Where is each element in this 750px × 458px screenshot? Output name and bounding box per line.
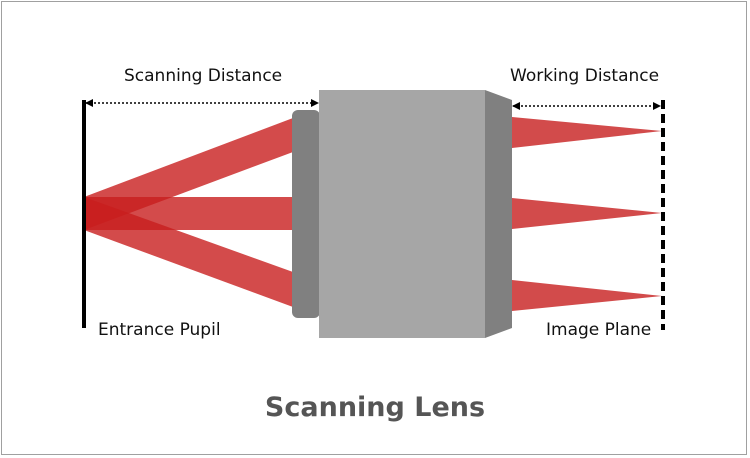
working-distance-label: Working Distance bbox=[510, 66, 660, 86]
beam-out-bottom bbox=[512, 280, 662, 311]
beam-in-bottom bbox=[84, 197, 293, 307]
image-plane-label: Image Plane bbox=[546, 320, 652, 340]
diagram-title: Scanning Lens bbox=[264, 392, 486, 423]
lens-side-face bbox=[485, 90, 512, 338]
lens-front-element bbox=[292, 110, 320, 318]
scanning-distance-label: Scanning Distance bbox=[124, 66, 283, 86]
entrance-pupil-label: Entrance Pupil bbox=[98, 320, 221, 340]
entrance-pupil-line bbox=[82, 100, 86, 328]
beam-out-middle bbox=[512, 198, 662, 229]
beam-out-top bbox=[512, 117, 662, 148]
lens-body bbox=[319, 90, 485, 338]
